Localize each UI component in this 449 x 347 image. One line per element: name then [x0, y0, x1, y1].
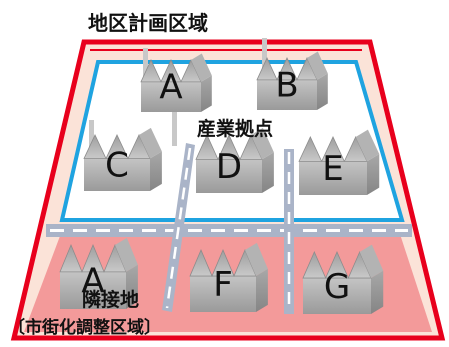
road-right [284, 149, 294, 314]
factory-label: C [105, 145, 129, 185]
chimneys [89, 38, 267, 160]
zone-label: 〔市街化調整区域〕 [8, 317, 161, 338]
factory-b: B [256, 51, 328, 110]
factory-label: A [81, 261, 104, 301]
factory-e: E [298, 129, 380, 195]
factory-f: F [189, 242, 268, 312]
factory-label: B [275, 65, 298, 105]
district-border [10, 39, 446, 341]
adjacent-label: 隣接地 [82, 288, 139, 311]
horizontal-road [46, 224, 412, 237]
industrial-label: 産業拠点 [197, 117, 273, 140]
factory-label: E [322, 149, 343, 189]
page-title: 地区計画区域 [88, 11, 208, 35]
road-left [162, 143, 195, 312]
factory-label: D [216, 147, 242, 187]
factory-label: G [324, 267, 350, 307]
factory-label: A [159, 67, 182, 107]
factory-label: F [213, 265, 233, 305]
factory-g: G [302, 244, 384, 314]
factory-d: D [195, 127, 274, 193]
factory-a: A [140, 53, 212, 112]
factory-a2: A [59, 237, 138, 309]
industrial-border [59, 60, 405, 222]
factory-c: C [83, 127, 162, 191]
